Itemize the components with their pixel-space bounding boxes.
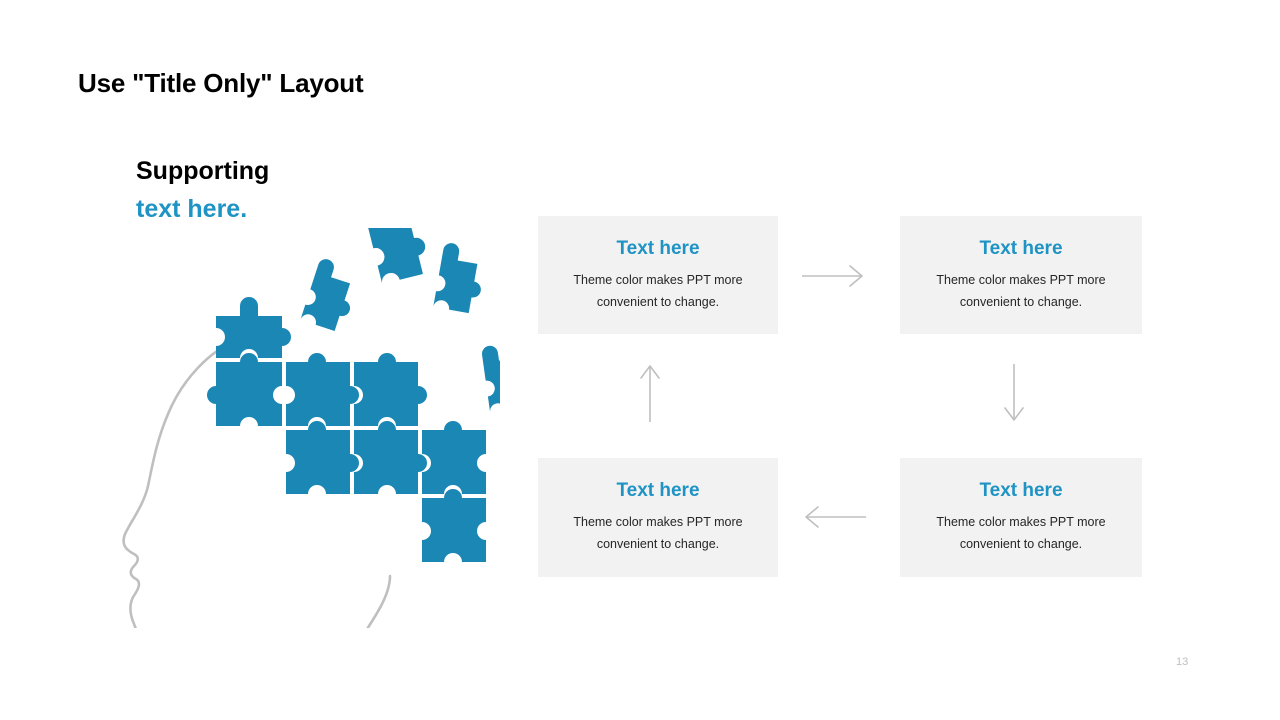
cycle-box-body: Theme color makes PPT more convenient to…: [936, 272, 1106, 309]
cycle-box-top-right[interactable]: Text here Theme color makes PPT more con…: [900, 216, 1142, 334]
cycle-box-top-left[interactable]: Text here Theme color makes PPT more con…: [538, 216, 778, 334]
cycle-box-bottom-left[interactable]: Text here Theme color makes PPT more con…: [538, 458, 778, 577]
arrow-left-icon: [800, 503, 868, 531]
supporting-text-line1: Supporting: [136, 157, 270, 185]
head-puzzle-illustration: [110, 228, 500, 628]
cycle-box-body: Theme color makes PPT more convenient to…: [936, 515, 1106, 551]
page-number: 13: [1176, 656, 1189, 668]
supporting-text-line2: text here.: [136, 195, 248, 223]
head-outline-icon: [122, 338, 392, 628]
cycle-box-body: Theme color makes PPT more convenient to…: [573, 515, 743, 551]
cycle-box-heading: Text here: [979, 237, 1063, 259]
arrow-right-icon: [800, 262, 868, 290]
cycle-box-heading: Text here: [979, 480, 1063, 501]
cycle-box-heading: Text here: [616, 480, 700, 501]
puzzle-cluster: [207, 297, 486, 562]
puzzle-pieces-scattered: [300, 228, 500, 413]
supporting-text: Supporting text here.: [136, 152, 269, 228]
arrow-down-icon: [1000, 362, 1028, 424]
cycle-box-bottom-right[interactable]: Text here Theme color makes PPT more con…: [900, 458, 1142, 577]
cycle-box-body: Theme color makes PPT more convenient to…: [573, 272, 743, 309]
arrow-up-icon: [636, 362, 664, 424]
cycle-box-heading: Text here: [616, 237, 700, 259]
page-title: Use "Title Only" Layout: [78, 68, 364, 98]
